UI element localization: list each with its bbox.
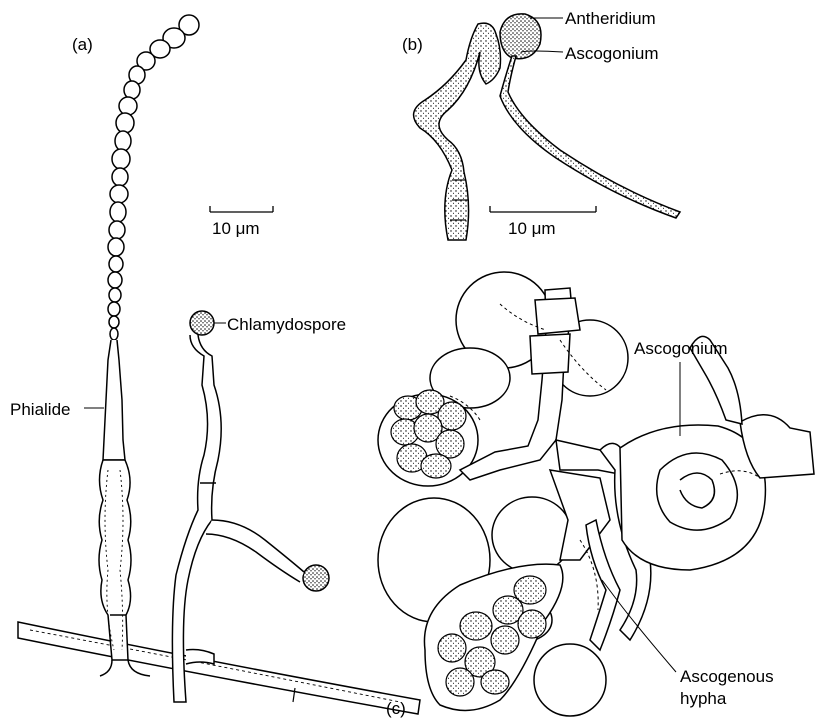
ascogonium-c-label: Ascogonium: [634, 340, 728, 357]
chlamydospore-hypha: [172, 335, 221, 702]
panel-b-letter: (b): [402, 36, 423, 53]
chlamydospore-lower: [303, 565, 329, 591]
antheridium-hypha: [414, 23, 501, 240]
chlamydospore-label: Chlamydospore: [227, 316, 346, 333]
scale-bar-b-label: 10 μm: [508, 220, 556, 237]
panel-c-drawing: [378, 272, 814, 716]
panel-c-letter: (c): [386, 700, 406, 717]
conidiophore: [99, 460, 131, 660]
antheridium: [500, 14, 541, 59]
phialide-label: Phialide: [10, 401, 71, 418]
cell: [492, 497, 572, 573]
scale-bar-a: [210, 206, 273, 212]
conidia-chain: [108, 15, 199, 340]
cell: [534, 644, 606, 716]
panel-a-letter: (a): [72, 36, 93, 53]
substrate-hypha: [18, 622, 420, 714]
antheridium-label: Antheridium: [565, 10, 656, 27]
scale-bar-b: [490, 206, 596, 212]
ascogenous-hypha-label-line1: Ascogenous: [680, 668, 774, 685]
phialide: [103, 340, 125, 460]
panel-a-drawing: [18, 15, 420, 714]
scale-bar-a-label: 10 μm: [212, 220, 260, 237]
hypha-small: [586, 520, 620, 650]
ascogonium-b-label: Ascogonium: [565, 45, 659, 62]
ascogenous-hypha-label-line2: hypha: [680, 690, 726, 707]
chlamydospore-upper: [190, 311, 214, 335]
ascogonium-b: [500, 56, 680, 218]
